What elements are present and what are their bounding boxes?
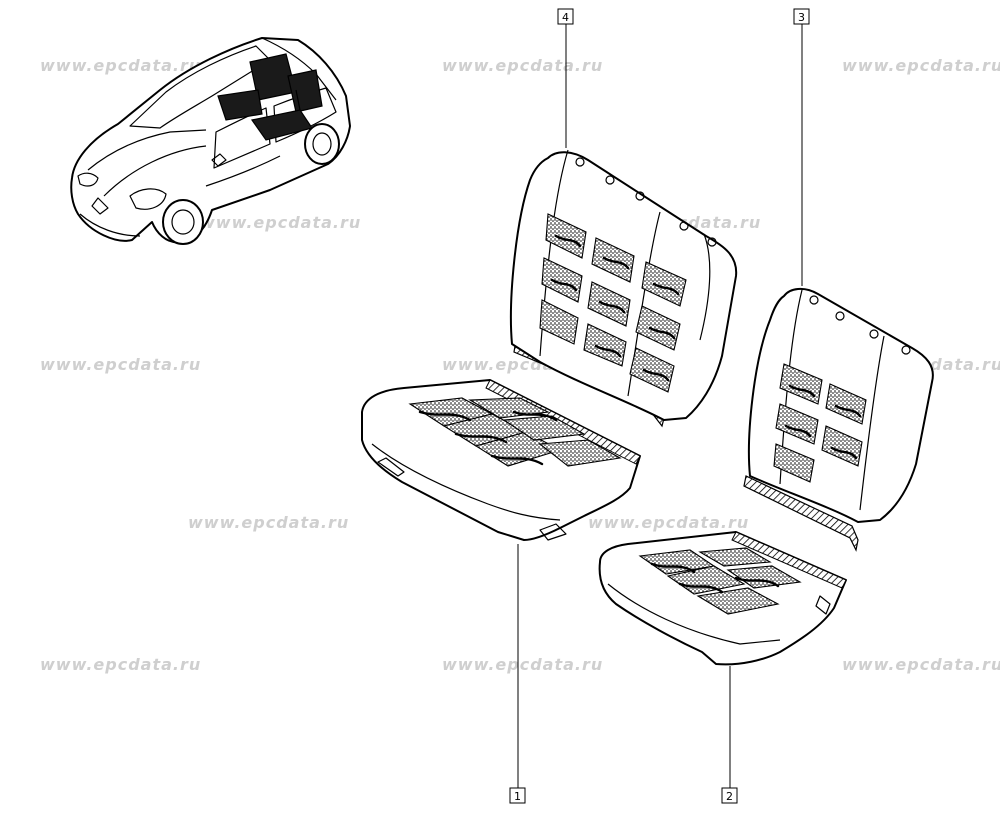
highlighted-seat-cushion-left xyxy=(217,89,263,121)
watermark-text: www.epcdata.ru xyxy=(442,655,603,674)
callout-1: 1 xyxy=(509,787,526,804)
callout-box xyxy=(793,8,810,25)
callout-label-3: 3 xyxy=(798,11,805,24)
callout-box xyxy=(721,787,738,804)
watermark-text: www.epcdata.ru xyxy=(842,56,1000,75)
watermark-text: www.epcdata.ru xyxy=(842,655,1000,674)
highlighted-seat-back-right xyxy=(287,69,323,113)
watermark-text: www.epcdata.ru xyxy=(188,513,349,532)
highlighted-seat-cushion-right xyxy=(250,109,313,141)
part-2-seat-cushion-right xyxy=(598,531,847,666)
callout-label-2: 2 xyxy=(726,790,733,803)
callout-box xyxy=(509,787,526,804)
leader-lines xyxy=(517,24,803,788)
watermark-text: www.epcdata.ru xyxy=(588,513,749,532)
watermark-text: www.epcdata.ru xyxy=(442,56,603,75)
callout-label-4: 4 xyxy=(562,11,569,24)
callout-2: 2 xyxy=(721,787,738,804)
callout-box xyxy=(557,8,574,25)
callout-4: 4 xyxy=(557,8,574,25)
part-1-seat-cushion-left xyxy=(361,379,641,541)
watermark-text: www.epcdata.ru xyxy=(40,355,201,374)
callout-label-1: 1 xyxy=(514,790,521,803)
part-4-seat-back-left xyxy=(509,149,738,428)
callout-3: 3 xyxy=(793,8,810,25)
watermark-text: www.epcdata.ru xyxy=(40,655,201,674)
part-3-seat-back-right xyxy=(743,288,934,552)
watermark-text: www.epcdata.ru xyxy=(40,56,201,75)
car-locator-illustration xyxy=(70,37,351,245)
watermark-text: www.epcdata.ru xyxy=(200,213,361,232)
